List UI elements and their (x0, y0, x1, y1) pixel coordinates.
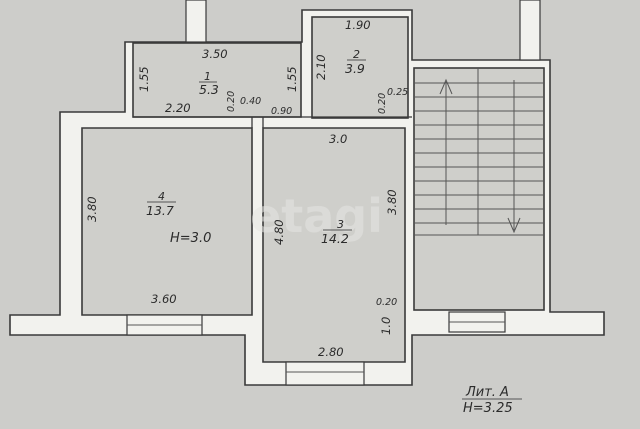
dim-r1-right: 1.55 (285, 66, 299, 92)
dim-r4-left: 3.80 (85, 196, 99, 222)
dim-r3-right: 3.80 (385, 189, 399, 215)
dim-r1-bottom-gap: 0.40 (240, 96, 261, 107)
dim-r1-bottom-mid: 0.20 (226, 91, 237, 112)
partitions (133, 116, 412, 128)
windows (126, 0, 541, 386)
watermark: etagi (250, 189, 383, 243)
litera-block: Лит. А H=3.25 (462, 385, 522, 416)
dimensions: 3.50 1.55 1.55 2.20 0.20 0.40 0.90 1.90 … (85, 18, 408, 359)
litera-height: H=3.25 (463, 401, 513, 416)
room-2-number: 2 (353, 48, 360, 61)
room-4 (81, 127, 253, 316)
dim-r1-bottom-left: 2.20 (165, 101, 191, 115)
dim-r1-left: 1.55 (137, 66, 151, 92)
room-3 (262, 127, 406, 363)
room-labels: 1 5.3 2 3.9 3 14.2 4 13.7 H=3.0 (146, 48, 366, 246)
room-3-number: 3 (337, 218, 344, 231)
dim-r2-bottom-right: 0.20 (377, 93, 388, 114)
dim-r2-side: 0.25 (387, 87, 408, 98)
room-1 (132, 42, 302, 118)
room-1-area: 5.3 (199, 82, 219, 97)
room-1-number: 1 (204, 70, 211, 83)
room-3-area: 14.2 (321, 231, 349, 246)
dim-r2-top: 1.90 (345, 18, 371, 32)
room-4-number: 4 (158, 190, 165, 203)
room-2 (311, 16, 409, 119)
dim-r2-left: 2.10 (314, 54, 328, 80)
dim-r4-bottom: 3.60 (151, 292, 177, 306)
dim-r3-left: 4.80 (272, 219, 286, 245)
dim-r3-top: 3.0 (329, 132, 347, 146)
room-2-area: 3.9 (345, 61, 365, 76)
dim-r1-top: 3.50 (202, 47, 228, 61)
dim-r3-bottom: 2.80 (318, 345, 344, 359)
dim-r1-bottom-right: 0.90 (271, 106, 292, 117)
room-4-area: 13.7 (146, 203, 174, 218)
dim-r3-lower-right: 1.0 (379, 317, 393, 335)
staircase (413, 67, 545, 311)
litera-name: Лит. А (465, 385, 509, 400)
dim-r3-corner: 0.20 (376, 297, 397, 308)
room-4-height: H=3.0 (170, 231, 211, 246)
